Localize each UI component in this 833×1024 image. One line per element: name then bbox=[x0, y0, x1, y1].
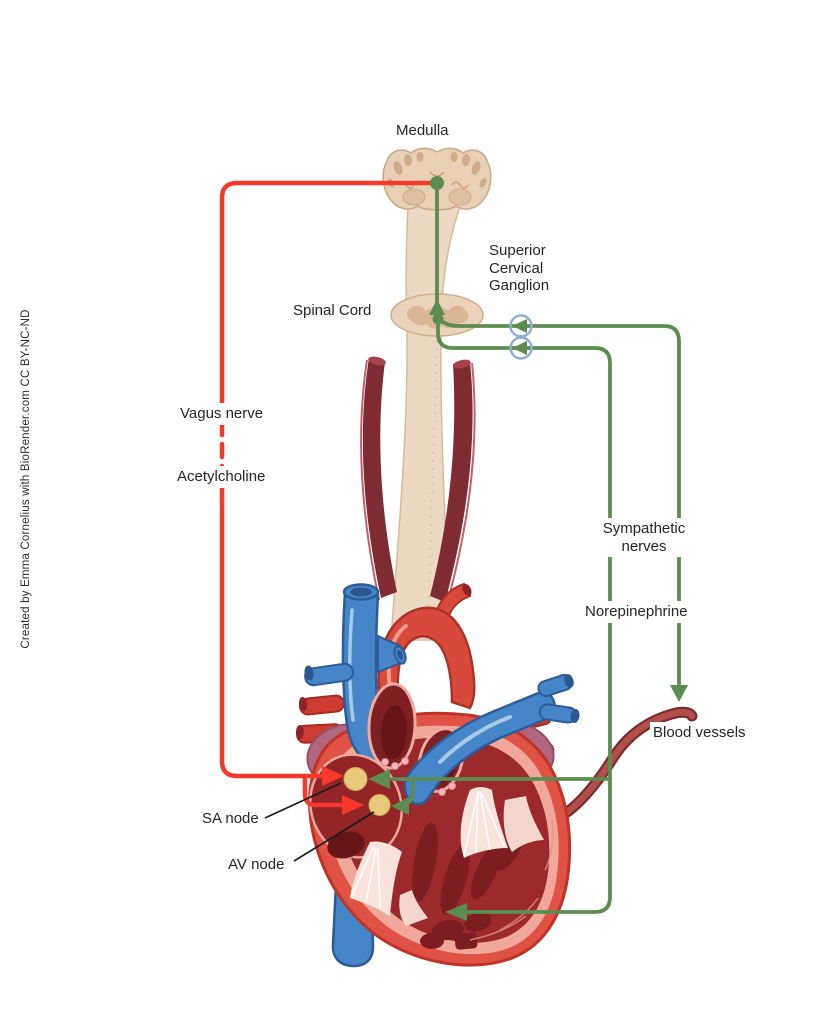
label-sa-node: SA node bbox=[199, 808, 262, 830]
label-blood-vessels: Blood vessels bbox=[650, 722, 749, 744]
label-superior-cervical-ganglion: Superior Cervical Ganglion bbox=[486, 240, 553, 298]
label-sympathetic-nerves: Sympathetic nerves bbox=[588, 518, 700, 558]
red-arrowhead-sa bbox=[322, 766, 344, 786]
carotid-trunk-illustration bbox=[360, 356, 476, 605]
papillary-muscles bbox=[412, 822, 525, 950]
av-node-marker bbox=[368, 794, 391, 816]
pulmonary-artery-illustration bbox=[403, 673, 580, 806]
vagus-nerve-path bbox=[219, 180, 440, 808]
sympathetic-path bbox=[390, 188, 681, 914]
label-spinal-cord: Spinal Cord bbox=[290, 300, 375, 322]
chordae-tendineae bbox=[350, 787, 544, 926]
label-medulla: Medulla bbox=[393, 120, 452, 142]
sa-node-pointer-line bbox=[264, 782, 342, 819]
av-node-pointer-line bbox=[293, 811, 375, 862]
label-acetylcholine: Acetylcholine bbox=[174, 466, 269, 488]
green-arrowheads bbox=[368, 176, 688, 921]
red-arrowhead-av bbox=[342, 795, 364, 815]
blood-vessel-illustration bbox=[547, 706, 698, 826]
sa-node-marker bbox=[343, 767, 368, 791]
label-vagus-nerve: Vagus nerve bbox=[177, 403, 267, 425]
label-norepinephrine: Norepinephrine bbox=[582, 601, 691, 623]
aorta-illustration bbox=[377, 582, 476, 712]
label-av-node: AV node bbox=[225, 854, 288, 876]
credit-text: Created by Emma Cornelius with BioRender… bbox=[20, 309, 32, 649]
ganglion-symbol bbox=[509, 314, 533, 360]
